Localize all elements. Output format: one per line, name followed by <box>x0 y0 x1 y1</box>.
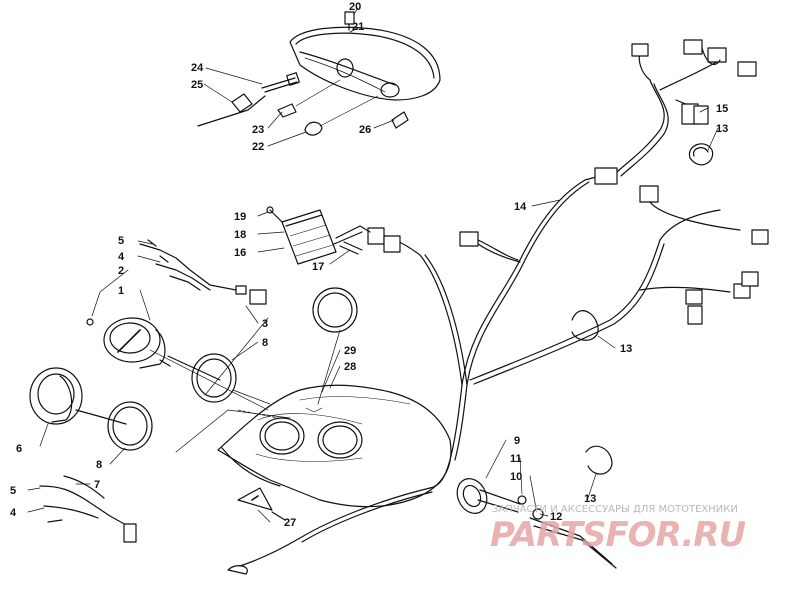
callout-25: 25 <box>191 79 203 91</box>
callout-12: 12 <box>550 511 562 523</box>
watermark-tagline: ЗАПЧАСТИ И АКСЕССУАРЫ ДЛЯ МОТОТЕХНИКИ <box>492 504 738 515</box>
callout-15: 15 <box>716 103 728 115</box>
gauge-upper <box>86 239 267 381</box>
bezel-rings <box>107 287 358 451</box>
callout-17: 17 <box>312 261 324 273</box>
callout-leaders <box>27 7 719 523</box>
warning-decal <box>237 487 286 521</box>
callout-18: 18 <box>234 229 246 241</box>
voltage-regulator <box>266 206 371 265</box>
callout-9: 9 <box>514 435 520 447</box>
callout-3: 3 <box>262 318 268 330</box>
callout-4a: 4 <box>118 251 125 263</box>
callout-13a: 13 <box>716 123 728 135</box>
watermark: ЗАПЧАСТИ И АКСЕССУАРЫ ДЛЯ МОТОТЕХНИКИ PA… <box>490 504 746 555</box>
callout-20: 20 <box>349 1 361 13</box>
callout-5a: 5 <box>118 235 124 247</box>
callout-24: 24 <box>191 62 204 74</box>
callout-13b: 13 <box>620 343 632 355</box>
callout-19: 19 <box>234 211 246 223</box>
callout-16: 16 <box>234 247 246 259</box>
callout-5b: 5 <box>10 485 16 497</box>
callout-28: 28 <box>344 361 356 373</box>
callout-1: 1 <box>118 285 124 297</box>
clamp-parts <box>571 143 714 475</box>
callout-23: 23 <box>252 124 264 136</box>
callout-29: 29 <box>344 345 356 357</box>
callout-27: 27 <box>284 517 296 529</box>
callout-22: 22 <box>252 141 264 153</box>
callout-21: 21 <box>352 21 364 33</box>
callout-26: 26 <box>359 124 371 136</box>
gauge-lower <box>29 367 137 543</box>
dash-panel <box>217 384 452 508</box>
watermark-logo: PARTSFOR.RU <box>490 515 745 555</box>
headlight-assembly <box>197 11 441 136</box>
callout-labels: 20 21 24 25 23 22 26 19 18 16 17 14 15 1… <box>10 1 728 529</box>
callout-4b: 4 <box>10 507 17 519</box>
callout-6: 6 <box>16 443 22 455</box>
callout-13c: 13 <box>584 493 596 505</box>
callout-7: 7 <box>94 479 100 491</box>
callout-10: 10 <box>510 471 522 483</box>
leader-lines <box>149 317 341 453</box>
callout-2: 2 <box>118 265 124 277</box>
callout-8a: 8 <box>262 337 268 349</box>
speedometer-cable <box>227 478 617 575</box>
callout-14: 14 <box>514 201 527 213</box>
wiring-harness <box>367 39 769 489</box>
callout-11: 11 <box>510 453 522 465</box>
callout-8b: 8 <box>96 459 102 471</box>
